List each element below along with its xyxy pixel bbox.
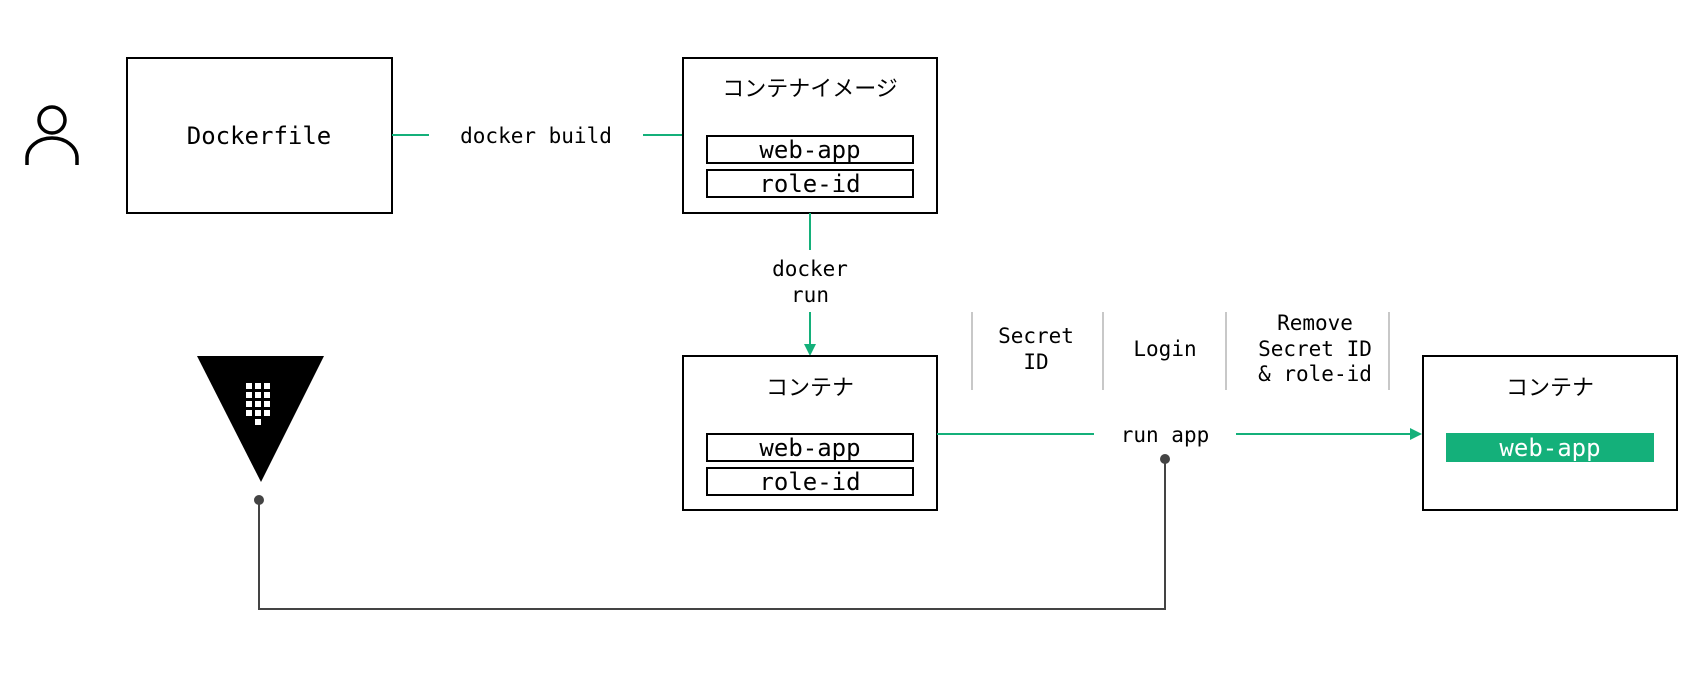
result-item-web-app bbox=[1446, 433, 1654, 462]
user-icon bbox=[25, 105, 79, 165]
container-title: コンテナ bbox=[766, 376, 854, 401]
run-app-label: run app bbox=[1121, 423, 1210, 447]
image-item-role-id-label: role-id bbox=[759, 170, 860, 198]
vault-logo bbox=[197, 356, 324, 482]
container-image-title: コンテナイメージ bbox=[722, 77, 898, 102]
vault-run-app-connector bbox=[258, 459, 1166, 610]
dockerfile-label: Dockerfile bbox=[187, 122, 332, 150]
container-item-role-id-label: role-id bbox=[759, 468, 860, 496]
step-remove-line3: & role-id bbox=[1258, 362, 1372, 386]
docker-build-label: docker build bbox=[460, 124, 612, 148]
image-item-web-app-label: web-app bbox=[759, 136, 860, 164]
result-item-web-app-label: web-app bbox=[1499, 434, 1600, 462]
container-item-web-app-label: web-app bbox=[759, 434, 860, 462]
step-secret-id-line2: ID bbox=[1023, 350, 1048, 374]
container-item-web-app bbox=[706, 433, 914, 462]
docker-run-label-line1: docker bbox=[772, 257, 848, 281]
step-login: Login bbox=[1133, 337, 1196, 361]
result-container-title: コンテナ bbox=[1506, 376, 1594, 401]
docker-run-label-line2: run bbox=[791, 283, 829, 307]
step-remove-line2: Secret ID bbox=[1258, 337, 1372, 361]
step-secret-id-line1: Secret bbox=[998, 324, 1074, 348]
container-item-role-id bbox=[706, 467, 914, 496]
dockerfile-box bbox=[126, 57, 393, 214]
image-item-web-app bbox=[706, 135, 914, 164]
image-item-role-id bbox=[706, 169, 914, 198]
step-remove-line1: Remove bbox=[1277, 311, 1353, 335]
